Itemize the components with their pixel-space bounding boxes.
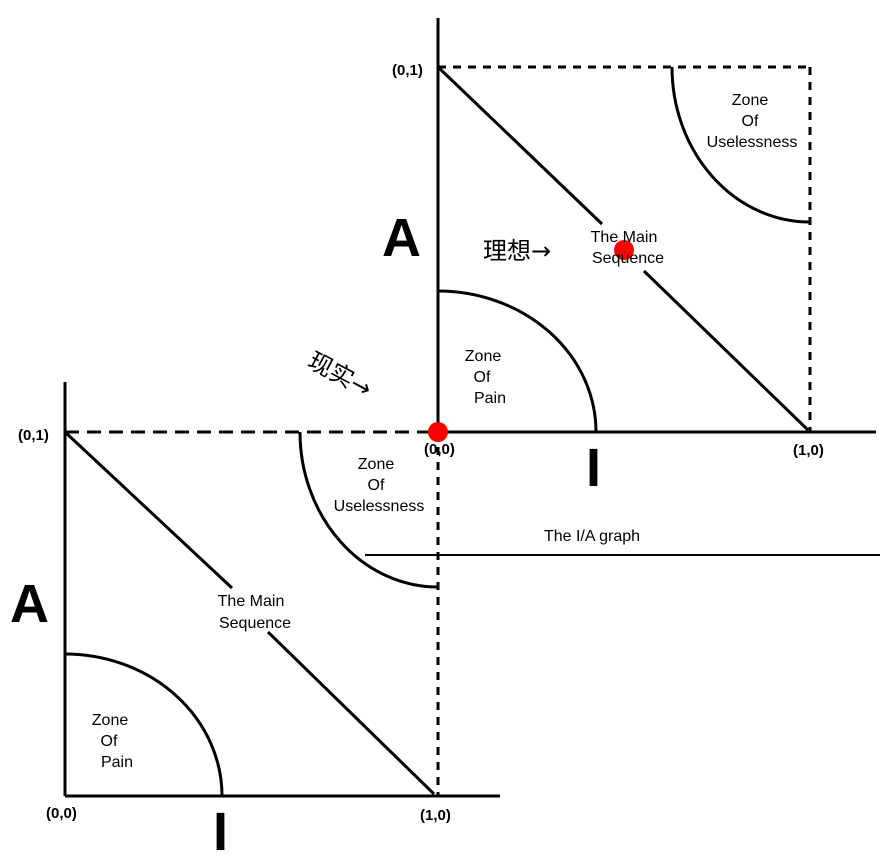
lower-pain-word-3: Pain xyxy=(101,754,133,771)
upper-main-sequence-word-1: The Main xyxy=(591,229,658,246)
graph-label: The I/A graph xyxy=(544,528,640,545)
upper-main-sequence-line-a xyxy=(436,65,604,226)
lower-a-axis-letter: A xyxy=(10,574,49,634)
lower-pain-word-2: Of xyxy=(101,733,118,750)
upper-i-max-label: (1,0) xyxy=(793,442,824,459)
lower-pain-word-1: Zone xyxy=(92,712,129,729)
upper-uselessness-word-2: Of xyxy=(742,113,759,130)
lower-uselessness-arc xyxy=(298,431,439,589)
lower-a-max-label: (0,1) xyxy=(18,427,49,444)
lower-pain-arc xyxy=(64,652,224,797)
upper-uselessness-word-3: Uselessness xyxy=(707,134,798,151)
upper-pain-word-3: Pain xyxy=(474,390,506,407)
upper-pain-word-1: Zone xyxy=(465,348,502,365)
reality-marker xyxy=(428,422,448,442)
lower-uselessness-word-1: Zone xyxy=(358,456,395,473)
upper-a-axis-letter: A xyxy=(382,208,421,268)
lower-uselessness-word-2: Of xyxy=(368,477,385,494)
upper-origin-label: (0,0) xyxy=(424,441,455,458)
upper-main-sequence-line-b xyxy=(642,269,810,432)
reality-annotation: 现实→ xyxy=(303,347,376,404)
upper-main-sequence-word-2: Sequence xyxy=(592,250,664,267)
lower-graph xyxy=(63,382,500,798)
lower-i-max-label: (1,0) xyxy=(420,807,451,824)
upper-uselessness-arc xyxy=(670,66,811,224)
ideal-marker xyxy=(614,240,634,260)
upper-uselessness-word-1: Zone xyxy=(732,92,769,109)
lower-main-sequence-word-1: The Main xyxy=(218,593,285,610)
lower-uselessness-word-3: Uselessness xyxy=(334,498,425,515)
lower-main-sequence-line-a xyxy=(63,430,234,590)
lower-main-sequence-line-b xyxy=(266,630,436,796)
lower-main-sequence-word-2: Sequence xyxy=(219,615,291,632)
lower-origin-label: (0,0) xyxy=(46,805,77,822)
lower-i-axis-letter: I xyxy=(213,802,228,862)
upper-pain-word-2: Of xyxy=(474,369,491,386)
upper-graph xyxy=(436,18,876,434)
upper-pain-arc xyxy=(437,289,598,433)
ideal-annotation: 理想→ xyxy=(483,237,551,265)
upper-a-max-label: (0,1) xyxy=(392,62,423,79)
upper-i-axis-letter: I xyxy=(586,438,601,498)
